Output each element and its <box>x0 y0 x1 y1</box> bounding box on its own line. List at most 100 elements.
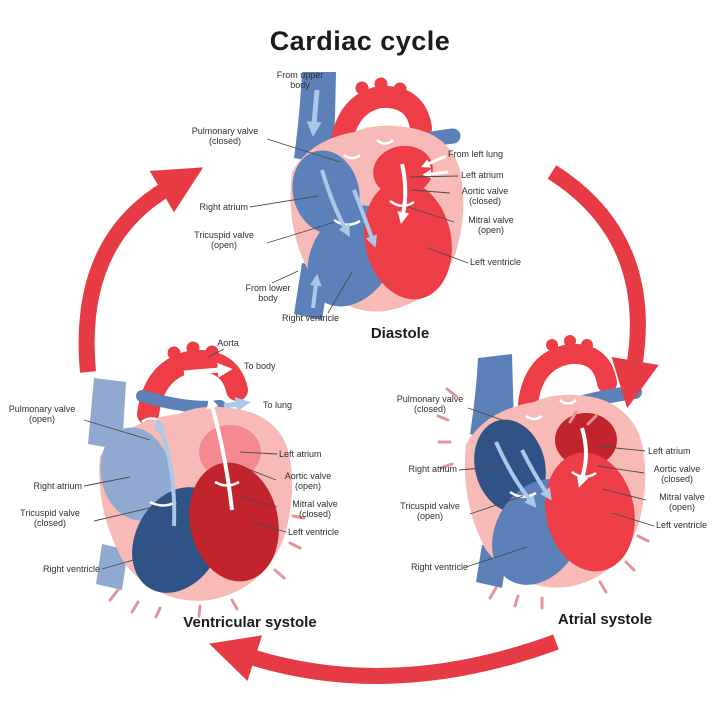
label-right-atrium: Right atrium <box>33 481 82 491</box>
valve-name: Aortic valve <box>653 464 701 474</box>
valve-state: (open) <box>668 502 695 513</box>
label-right-atrium: Right atrium <box>408 464 457 474</box>
valve-name: Tricuspid valve <box>194 230 254 240</box>
mitral-valve-mark <box>389 199 415 207</box>
aorta-arch <box>329 85 432 165</box>
label-to-body: To body <box>244 361 276 371</box>
label-to-lung: To lung <box>263 400 293 410</box>
label-pulmonary-valve: Pulmonary valve (closed) <box>185 126 265 146</box>
label-tricuspid-valve: Tricuspid valve (open) <box>388 501 472 521</box>
label-left-ventricle: Left ventricle <box>470 257 522 267</box>
aorta-branch <box>355 81 369 95</box>
label-left-ventricle: Left ventricle <box>656 520 708 530</box>
contraction-dash <box>488 586 498 600</box>
label-left-ventricle: Left ventricle <box>288 527 340 537</box>
contraction-dash <box>636 534 650 543</box>
contraction-dash <box>288 541 302 550</box>
valve-state: (closed) <box>33 518 66 529</box>
label-right-ventricle: Right ventricle <box>410 562 468 572</box>
blood-flow-arrow <box>421 154 447 168</box>
aortic-valve-mark <box>559 399 577 405</box>
blood-flow-arrow <box>576 427 589 488</box>
caption-diastole: Diastole <box>370 325 430 342</box>
valve-state: (open) <box>210 240 237 251</box>
blood-flow-arrow <box>206 396 234 511</box>
valve-state: (closed) <box>298 509 331 520</box>
contraction-dash <box>197 604 202 618</box>
left-ventricle-chamber <box>545 452 635 572</box>
label-right-atrium: Right atrium <box>199 202 248 212</box>
aorta-branch <box>564 335 576 347</box>
label-right-ventricle: Right ventricle <box>282 313 340 323</box>
aorta-branch <box>374 77 388 91</box>
contraction-dash <box>445 387 458 398</box>
label-pulmonary-valve: Pulmonary valve (open) <box>2 404 82 424</box>
aorta-branch <box>581 339 593 351</box>
valve-name: Tricuspid valve <box>20 508 80 518</box>
blood-flow-arrow <box>306 89 322 137</box>
label-tricuspid-valve: Tricuspid valve (open) <box>183 230 265 250</box>
contraction-dash <box>273 568 286 580</box>
diastole-heart-illustration <box>290 72 464 320</box>
contraction-dash <box>291 514 306 520</box>
left-atrium-chamber <box>199 425 261 479</box>
to-body-flow-arrow <box>183 362 233 378</box>
blood-flow-arrow <box>309 273 322 309</box>
aorta-branch <box>167 346 181 360</box>
aorta-branch <box>186 341 200 355</box>
caption-atrial-systole: Atrial systole <box>557 611 653 628</box>
contraction-dash <box>586 414 598 426</box>
valve-state: (open) <box>28 414 55 425</box>
valve-name: Mitral valve <box>659 492 705 502</box>
aortic-valve-mark <box>187 393 205 400</box>
label-from-lower-body: From lower body <box>245 283 291 304</box>
label-aortic-valve: Aortic valve (closed) <box>643 464 711 484</box>
contraction-dash <box>568 410 578 424</box>
valve-state: (closed) <box>208 136 241 147</box>
contraction-dash <box>598 580 608 594</box>
blood-flow-arrow <box>397 163 410 224</box>
valve-state: (open) <box>477 225 504 236</box>
label-aortic-valve: Aortic valve (open) <box>275 471 341 491</box>
valve-name: Aortic valve <box>284 471 332 481</box>
aortic-valve-mark <box>376 139 394 145</box>
label-from-upper-body: From upper body <box>276 70 324 91</box>
page-title: Cardiac cycle <box>269 26 451 56</box>
valve-name: Mitral valve <box>292 499 338 509</box>
blood-flow-arrow <box>320 169 350 237</box>
contraction-dash <box>439 462 454 470</box>
cycle-arrow-bottom-left <box>209 634 559 684</box>
contraction-dash <box>108 588 120 602</box>
label-mitral-valve: Mitral valve (open) <box>456 215 526 235</box>
pulmonary-artery <box>136 390 226 413</box>
contraction-dash <box>436 414 450 422</box>
contraction-dash <box>513 594 520 608</box>
label-mitral-valve: Mitral valve (open) <box>647 492 717 512</box>
label-mitral-valve: Mitral valve (closed) <box>279 499 351 519</box>
left-ventricle-chamber <box>189 462 279 582</box>
valve-name: Pulmonary valve <box>191 126 259 136</box>
pulmonary-valve-mark <box>525 414 543 421</box>
valve-name: Tricuspid valve <box>400 501 460 511</box>
to-lung-flow-arrow <box>223 396 251 412</box>
contraction-dash <box>230 598 239 611</box>
blood-flow-arrow <box>155 418 177 527</box>
valve-name: Pulmonary valve <box>396 394 464 404</box>
label-from-left-lung: From left lung <box>448 149 504 159</box>
valve-state: (closed) <box>660 474 693 485</box>
aorta-branch <box>393 82 407 96</box>
aorta-branch <box>546 339 558 351</box>
label-left-atrium: Left atrium <box>648 446 691 456</box>
valve-state: (open) <box>294 481 321 492</box>
blood-flow-arrow <box>520 449 552 501</box>
valve-state: (closed) <box>468 196 501 207</box>
label-left-atrium: Left atrium <box>279 449 322 459</box>
blood-flow-arrow <box>494 441 537 508</box>
label-tricuspid-valve: Tricuspid valve (closed) <box>8 508 92 528</box>
blood-flow-arrow <box>422 169 449 179</box>
valve-name: Pulmonary valve <box>8 404 76 414</box>
label-aortic-valve: Aortic valve (closed) <box>452 186 518 206</box>
valve-state: (open) <box>416 511 443 522</box>
valve-name: Aortic valve <box>461 186 509 196</box>
